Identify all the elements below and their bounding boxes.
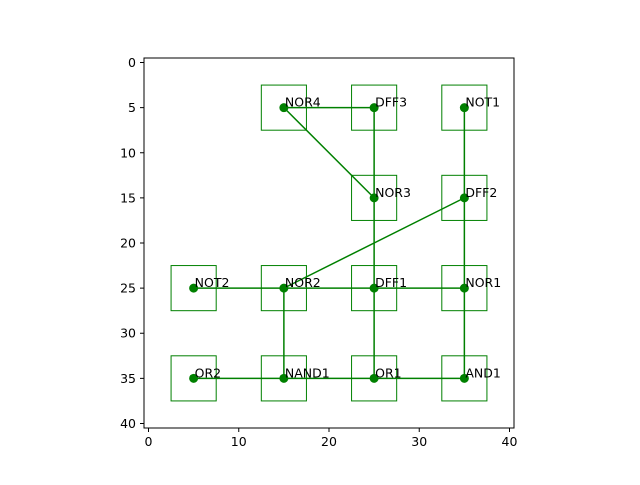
node-box-and1 xyxy=(441,355,488,402)
x-tick-label: 40 xyxy=(502,434,518,449)
node-box-dff3 xyxy=(351,84,398,131)
edges-layer xyxy=(193,106,466,380)
y-tick-label: 0 xyxy=(128,55,136,70)
node-point-nor2 xyxy=(279,283,289,293)
node-point-dff3 xyxy=(369,103,379,113)
node-box-nor4 xyxy=(260,84,307,131)
x-tick-label: 20 xyxy=(321,434,337,449)
node-box-or1 xyxy=(351,355,398,402)
node-label-nand1: NAND1 xyxy=(285,365,330,380)
node-box-nor1 xyxy=(441,265,488,312)
node-label-nor2: NOR2 xyxy=(285,275,321,290)
x-tick-label: 30 xyxy=(411,434,427,449)
node-point-and1 xyxy=(459,373,469,383)
edge-nor4-nor3 xyxy=(283,107,375,199)
node-label-not1: NOT1 xyxy=(465,95,500,110)
node-label-nor3: NOR3 xyxy=(375,185,411,200)
y-tick-label: 30 xyxy=(120,326,136,341)
node-point-nor4 xyxy=(279,103,289,113)
x-tick-label: 10 xyxy=(231,434,247,449)
node-box-nand1 xyxy=(260,355,307,402)
node-label-not2: NOT2 xyxy=(195,275,230,290)
node-point-nor3 xyxy=(369,193,379,203)
node-label-dff1: DFF1 xyxy=(375,275,407,290)
y-tick-label: 25 xyxy=(120,281,136,296)
points-layer xyxy=(189,103,469,383)
node-box-or2 xyxy=(170,355,217,402)
node-label-nor4: NOR4 xyxy=(285,95,321,110)
node-box-dff1 xyxy=(351,265,398,312)
node-point-not1 xyxy=(459,103,469,113)
boxes-layer xyxy=(170,84,488,402)
node-box-dff2 xyxy=(441,174,488,221)
node-point-nor1 xyxy=(459,283,469,293)
node-point-dff2 xyxy=(459,193,469,203)
edge-dff2-nor2 xyxy=(283,197,465,289)
node-point-dff1 xyxy=(369,283,379,293)
node-label-dff3: DFF3 xyxy=(375,95,407,110)
y-tick-label: 15 xyxy=(120,190,136,205)
node-point-or2 xyxy=(189,373,199,383)
node-box-not2 xyxy=(170,265,217,312)
y-tick-label: 10 xyxy=(120,145,136,160)
node-box-not1 xyxy=(441,84,488,131)
node-point-or1 xyxy=(369,373,379,383)
y-tick-label: 20 xyxy=(120,236,136,251)
x-tick-label: 0 xyxy=(145,434,153,449)
node-label-or2: OR2 xyxy=(195,365,221,380)
node-box-nor2 xyxy=(260,265,307,312)
y-tick-label: 5 xyxy=(128,100,136,115)
node-point-not2 xyxy=(189,283,199,293)
node-box-nor3 xyxy=(351,174,398,221)
node-label-or1: OR1 xyxy=(375,365,401,380)
y-axis: 0 5 10 15 20 25 30 35 40 xyxy=(120,55,144,431)
node-point-nand1 xyxy=(279,373,289,383)
y-tick-label: 40 xyxy=(120,416,136,431)
y-tick-label: 35 xyxy=(120,371,136,386)
x-axis: 0 10 20 30 40 xyxy=(145,428,518,449)
node-label-dff2: DFF2 xyxy=(465,185,497,200)
node-label-nor1: NOR1 xyxy=(465,275,501,290)
node-label-and1: AND1 xyxy=(465,365,500,380)
